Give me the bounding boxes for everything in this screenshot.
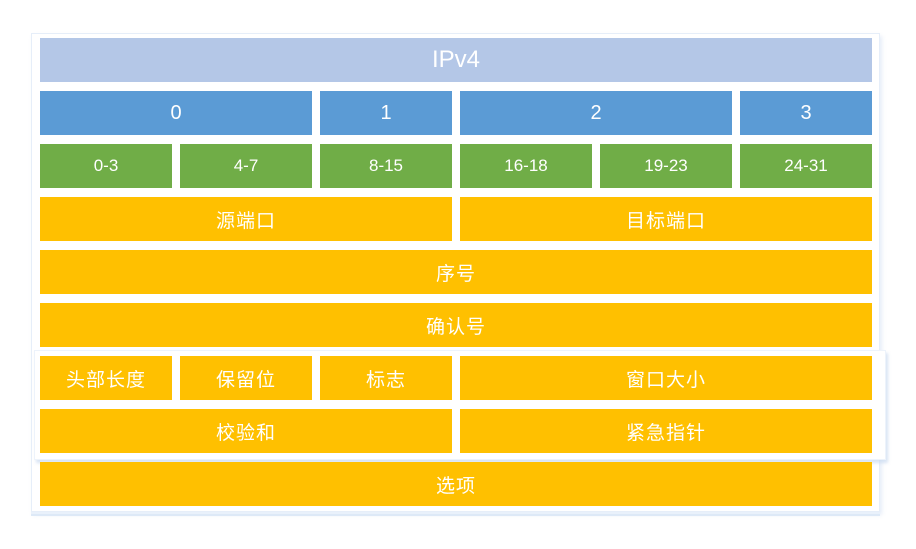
bits-cell-4-7: 4-7 (180, 144, 312, 188)
bits-cell-0-3: 0-3 (40, 144, 172, 188)
field-cell-flags: 标志 (320, 356, 452, 400)
bits-cell-19-23: 19-23 (600, 144, 732, 188)
protocol-header-diagram-panel: IPv4 0 1 2 3 0-3 4-7 8-15 16-18 19-23 24… (31, 33, 886, 512)
field-cell-destination-port: 目标端口 (460, 197, 872, 241)
byte-cell-0: 0 (40, 91, 312, 135)
header-cell-ipv4: IPv4 (40, 38, 872, 82)
bits-cell-8-15: 8-15 (320, 144, 452, 188)
field-cell-window-size: 窗口大小 (460, 356, 872, 400)
protocol-field-grid: IPv4 0 1 2 3 0-3 4-7 8-15 16-18 19-23 24… (40, 38, 872, 506)
bits-cell-16-18: 16-18 (460, 144, 592, 188)
field-cell-options: 选项 (40, 462, 872, 506)
byte-cell-3: 3 (740, 91, 872, 135)
byte-cell-2: 2 (460, 91, 732, 135)
field-cell-source-port: 源端口 (40, 197, 452, 241)
byte-cell-1: 1 (320, 91, 452, 135)
field-cell-checksum: 校验和 (40, 409, 452, 453)
bits-cell-24-31: 24-31 (740, 144, 872, 188)
field-cell-header-length: 头部长度 (40, 356, 172, 400)
field-cell-urgent-pointer: 紧急指针 (460, 409, 872, 453)
field-cell-sequence-number: 序号 (40, 250, 872, 294)
field-cell-acknowledgment-number: 确认号 (40, 303, 872, 347)
field-cell-reserved: 保留位 (180, 356, 312, 400)
